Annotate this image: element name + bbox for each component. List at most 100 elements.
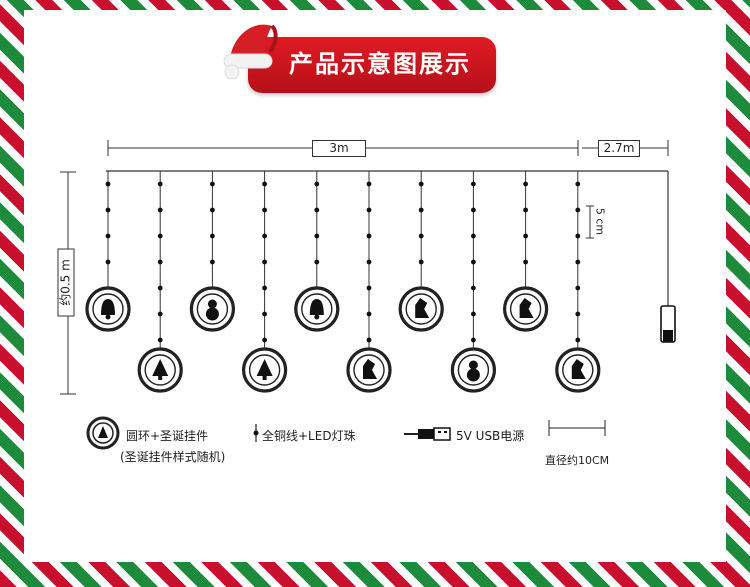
cable-dimension-label: 2.7m — [598, 140, 640, 157]
led-bead — [105, 181, 111, 187]
wire-legend-icon — [253, 424, 259, 442]
content-panel — [24, 10, 726, 562]
led-bead — [262, 233, 267, 239]
led-bead — [575, 285, 581, 291]
led-bead — [210, 259, 215, 265]
led-bead — [418, 207, 424, 213]
led-bead — [523, 181, 528, 187]
led-bead — [418, 259, 424, 265]
led-bead — [157, 233, 163, 239]
pendant-snowman-icon — [466, 368, 480, 382]
led-bead — [575, 337, 581, 343]
pendant-reindeer-icon — [415, 298, 430, 318]
led-bead — [262, 259, 267, 265]
led-bead — [471, 311, 476, 317]
ring-inner — [457, 354, 490, 386]
led-bead — [314, 233, 320, 239]
led-bead — [471, 259, 476, 265]
wire-legend-label: 全铜线+LED灯珠 — [262, 429, 356, 443]
ring — [137, 347, 183, 393]
led-bead — [210, 181, 215, 187]
led-bead — [314, 181, 320, 187]
ring-inner — [562, 354, 594, 386]
ring-inner — [405, 293, 437, 325]
led-bead — [471, 207, 476, 213]
title-banner — [248, 37, 496, 93]
ring-inner — [301, 293, 333, 325]
led-bead — [314, 259, 320, 265]
height-dimension-label: 约0.5 m — [57, 248, 75, 317]
led-bead — [105, 259, 111, 265]
ring — [85, 286, 131, 332]
pendant-tree-icon — [262, 376, 267, 380]
ring-inner — [509, 293, 542, 325]
diameter-label: 直径约10CM — [545, 454, 610, 467]
pendant-bells-icon — [309, 299, 324, 315]
led-bead — [523, 233, 528, 239]
ring-inner — [196, 293, 229, 325]
spacing-dimension-label: 5 cm — [593, 207, 607, 236]
ring — [242, 347, 288, 393]
ring — [450, 347, 496, 393]
ring-inner — [353, 354, 385, 386]
ring — [398, 286, 444, 332]
pendant-snowman-icon — [468, 360, 478, 370]
ring — [294, 286, 340, 332]
pendant-tree-icon — [158, 376, 163, 380]
led-bead — [523, 259, 528, 265]
pendant-santa-icon — [363, 359, 377, 379]
led-bead — [157, 311, 163, 317]
led-bead — [105, 233, 111, 239]
led-bead — [575, 207, 581, 213]
led-bead — [471, 337, 476, 343]
page-title: 产品示意图展示 — [289, 50, 471, 78]
led-bead — [366, 311, 372, 317]
led-bead — [105, 207, 111, 213]
led-bead — [157, 259, 163, 265]
led-bead — [262, 311, 267, 317]
curtain-lights — [60, 140, 676, 395]
led-bead — [575, 181, 581, 187]
led-bead — [523, 207, 528, 213]
led-bead — [418, 233, 424, 239]
led-bead — [575, 311, 581, 317]
santa-hat-icon — [223, 24, 278, 80]
led-bead — [157, 285, 163, 291]
pendant-snowman-icon — [205, 307, 219, 321]
led-bead — [471, 285, 476, 291]
ring — [502, 286, 549, 332]
led-bead — [366, 207, 372, 213]
usb-legend-label: 5V USB电源 — [456, 429, 525, 443]
ring-inner — [92, 293, 124, 325]
led-bead — [366, 337, 372, 343]
pendant-bell-icon — [105, 314, 111, 320]
pendant-bell-icon — [101, 299, 115, 315]
pendant-boot-icon — [571, 359, 586, 379]
usb-plug-legend-icon — [404, 427, 451, 441]
led-bead — [366, 181, 372, 187]
led-bead — [366, 285, 372, 291]
pendant-tree-icon — [152, 359, 169, 376]
pendant-tree-icon — [256, 359, 273, 376]
led-bead — [157, 337, 163, 343]
led-bead — [262, 337, 267, 343]
pendant-bells-icon — [314, 314, 320, 320]
led-bead — [575, 259, 581, 265]
ring-inner — [144, 354, 176, 386]
led-bead — [262, 207, 267, 213]
led-bead — [575, 233, 581, 239]
led-bead — [262, 181, 267, 187]
led-bead — [471, 233, 476, 239]
led-bead — [314, 207, 320, 213]
led-bead — [366, 259, 372, 265]
ring — [189, 286, 235, 332]
ring-legend-label: 圆环+圣诞挂件 — [126, 429, 209, 443]
led-bead — [418, 181, 424, 187]
pendant-santa-icon — [519, 298, 534, 318]
led-bead — [157, 207, 163, 213]
width-dimension-label: 3m — [312, 140, 366, 157]
led-bead — [471, 181, 476, 187]
diameter-indicator — [548, 420, 606, 436]
ring-legend-note: (圣诞挂件样式随机) — [120, 450, 226, 464]
